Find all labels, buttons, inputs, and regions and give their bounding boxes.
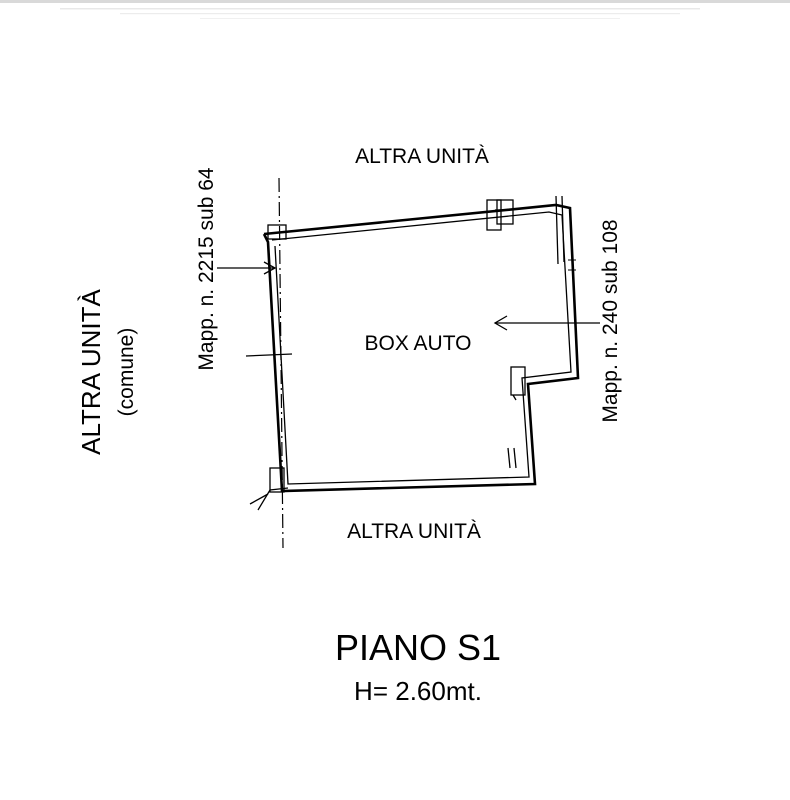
wall-ticks bbox=[245, 353, 293, 357]
garage-walls bbox=[262, 195, 580, 493]
parcel-right-label: Mapp. n. 240 sub 108 bbox=[599, 219, 622, 422]
neighbor-bottom-label: ALTRA UNITÀ bbox=[347, 520, 481, 543]
neighbor-left-label: ALTRA UNITÀ bbox=[76, 289, 106, 455]
floor-height: H= 2.60mt. bbox=[354, 676, 482, 706]
room-label: BOX AUTO bbox=[365, 332, 472, 355]
scan-artifact bbox=[0, 0, 790, 19]
neighbor-top-label: ALTRA UNITÀ bbox=[355, 145, 489, 168]
parcel-left-label: Mapp. n. 2215 sub 64 bbox=[195, 167, 218, 370]
structural-columns bbox=[249, 199, 526, 511]
parcel-arrows bbox=[217, 261, 600, 331]
neighbor-left-note: (comune) bbox=[115, 328, 138, 417]
floor-title: PIANO S1 bbox=[335, 627, 501, 668]
